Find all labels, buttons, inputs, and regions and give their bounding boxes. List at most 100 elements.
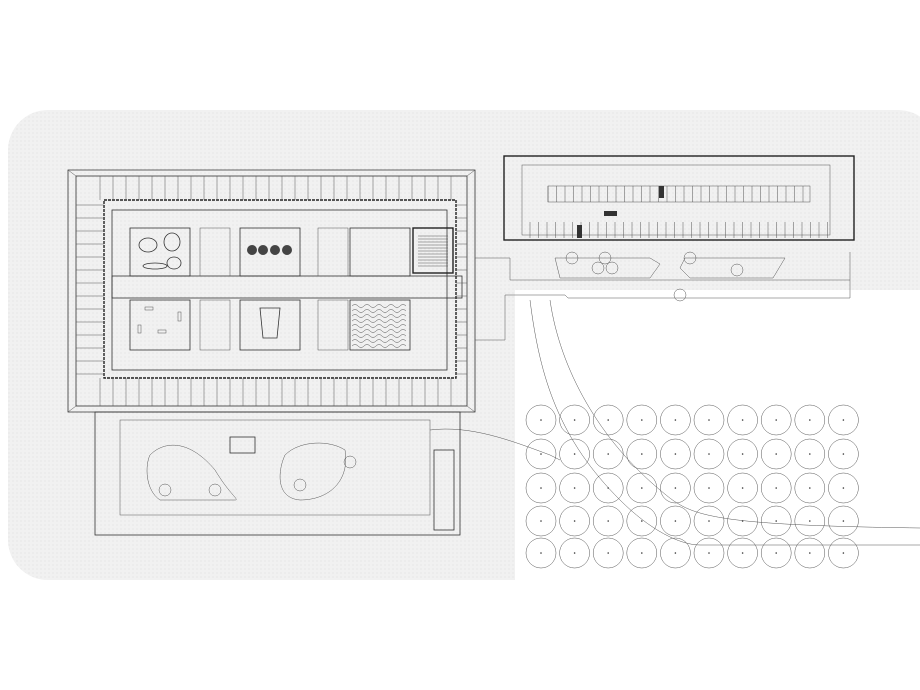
room-block bbox=[317, 227, 349, 277]
tree-icon bbox=[727, 537, 758, 569]
wave-line bbox=[351, 339, 407, 343]
tree-trunk bbox=[842, 520, 845, 522]
tree-trunk bbox=[842, 487, 845, 489]
tree-icon bbox=[760, 537, 792, 569]
perimeter-office-bays bbox=[76, 176, 467, 406]
tree-trunk bbox=[540, 419, 542, 421]
site-background bbox=[8, 110, 920, 590]
tree-trunk bbox=[775, 552, 777, 554]
car-icon bbox=[659, 186, 664, 198]
tree-icon bbox=[660, 537, 691, 569]
tree-trunk bbox=[775, 487, 777, 489]
tree-icon bbox=[693, 505, 725, 537]
tree-trunk bbox=[607, 419, 609, 421]
tree-icon bbox=[760, 404, 792, 436]
tree-trunk bbox=[573, 453, 576, 455]
tree-trunk bbox=[708, 419, 710, 421]
tree-icon bbox=[626, 438, 658, 470]
courtyard-water bbox=[349, 227, 411, 277]
tree-icon bbox=[525, 537, 557, 569]
tree-trunk bbox=[641, 453, 643, 455]
tree-trunk bbox=[607, 453, 609, 455]
tree-trunk bbox=[809, 419, 811, 421]
wave-line bbox=[351, 319, 407, 323]
courtyard-waves bbox=[349, 299, 411, 351]
tree-trunk bbox=[809, 520, 811, 522]
tree-trunk bbox=[708, 453, 710, 455]
tree-icon bbox=[208, 483, 222, 497]
tree-icon bbox=[559, 438, 590, 470]
tree-trunk bbox=[741, 453, 744, 455]
tree-icon bbox=[605, 261, 619, 275]
tree-icon bbox=[727, 438, 758, 470]
tree-trunk bbox=[708, 552, 710, 554]
tree-trunk bbox=[775, 520, 777, 522]
tree-icon bbox=[727, 472, 758, 504]
tree-icon bbox=[828, 404, 859, 436]
tree-trunk bbox=[842, 419, 845, 421]
tree-trunk bbox=[607, 487, 609, 489]
tree-trunk bbox=[641, 419, 643, 421]
tree-icon bbox=[693, 472, 725, 504]
tree-icon bbox=[794, 505, 826, 537]
tree-icon bbox=[592, 438, 624, 470]
tree-trunk bbox=[540, 520, 542, 522]
tree-icon bbox=[760, 472, 792, 504]
main-building bbox=[67, 169, 476, 413]
tree-icon bbox=[693, 438, 725, 470]
tree-icon bbox=[592, 505, 624, 537]
tree-icon bbox=[559, 472, 590, 504]
tree-trunk bbox=[741, 520, 744, 522]
room-block bbox=[199, 227, 231, 277]
courtyard-stair bbox=[239, 299, 301, 351]
tree-icon bbox=[730, 263, 744, 277]
parking-row bbox=[547, 185, 811, 203]
tree-trunk bbox=[573, 520, 576, 522]
tree-icon bbox=[559, 537, 590, 569]
tree-icon bbox=[760, 438, 792, 470]
tree-trunk bbox=[741, 419, 744, 421]
tree-icon bbox=[727, 505, 758, 537]
courtyard-sculpture bbox=[129, 227, 191, 277]
wave-line bbox=[351, 309, 407, 313]
tree-trunk bbox=[809, 453, 811, 455]
tree-trunk bbox=[708, 487, 710, 489]
car-icon bbox=[577, 225, 582, 238]
tree-icon bbox=[343, 455, 357, 469]
room-block bbox=[317, 299, 349, 351]
tree-trunk bbox=[607, 552, 609, 554]
tree-trunk bbox=[540, 487, 542, 489]
tree-icon bbox=[828, 472, 859, 504]
tree-trunk bbox=[741, 552, 744, 554]
entrance-plaza bbox=[94, 411, 461, 536]
site-paths bbox=[429, 252, 920, 546]
tree-icon bbox=[598, 251, 612, 265]
tree-trunk bbox=[641, 552, 643, 554]
tree-icon bbox=[293, 478, 307, 492]
tree-icon bbox=[525, 404, 557, 436]
tree-icon bbox=[626, 505, 658, 537]
tree-icon bbox=[626, 537, 658, 569]
tree-icon bbox=[158, 483, 172, 497]
tree-icon bbox=[828, 505, 859, 537]
tree-grove bbox=[158, 251, 859, 569]
wave-line bbox=[351, 344, 407, 348]
tree-trunk bbox=[809, 552, 811, 554]
tree-icon bbox=[591, 261, 605, 275]
tree-icon bbox=[559, 505, 590, 537]
room-block bbox=[199, 299, 231, 351]
tree-icon bbox=[525, 505, 557, 537]
tree-icon bbox=[565, 251, 579, 265]
tree-icon bbox=[727, 404, 758, 436]
auditorium bbox=[412, 227, 454, 274]
tree-icon bbox=[828, 537, 859, 569]
tree-trunk bbox=[641, 487, 643, 489]
wave-line bbox=[351, 304, 407, 308]
tree-icon bbox=[794, 537, 826, 569]
tree-trunk bbox=[540, 453, 542, 455]
wave-line bbox=[351, 334, 407, 338]
tree-trunk bbox=[674, 453, 677, 455]
tree-icon bbox=[592, 472, 624, 504]
tree-trunk bbox=[741, 487, 744, 489]
